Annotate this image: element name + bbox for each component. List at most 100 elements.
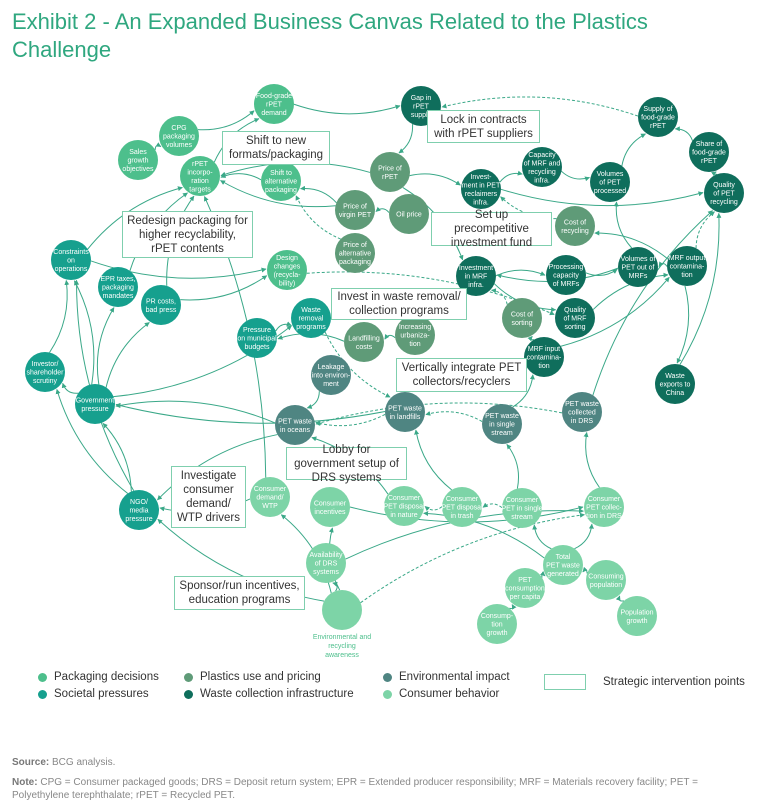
legend-dot-icon [38,672,47,682]
node-label: Total [556,554,571,561]
node-circle [344,322,384,362]
node-label: PET in single [501,506,542,513]
node-label: Pressure [243,327,271,334]
node-circle [267,250,307,290]
intervention-integrate: Vertically integrate PET collectors/recy… [396,358,527,392]
node-circle [310,487,350,527]
node-circle [384,486,424,526]
node-label: bad press [146,307,177,314]
edge-exports-to-quality_rec [679,212,722,365]
node-circle [502,488,542,528]
node-circle [291,298,331,338]
node-label: in nature [390,512,417,519]
node-label: tion [681,272,692,279]
node-circle [141,285,181,325]
source-label: Source: [12,757,50,768]
node-circle [51,240,91,280]
node-label: PET waste [278,418,312,425]
edge-investor-to-constraints [49,279,70,353]
node-label: Increasing [399,324,431,331]
node-circle [638,97,678,137]
exhibit-title: Exhibit 2 - An Expanded Business Canvas … [12,9,648,62]
node-label: PET waste [565,401,599,408]
node-label: Volumes [597,171,624,178]
node-label: demand/ [256,495,283,502]
node-label: consumption [505,586,545,593]
node-label: per capita [510,594,541,601]
legend-dot-icon [184,672,193,682]
edge-vol_out-to-vol_processed [613,201,633,249]
legend-societal: Societal pressures [38,688,149,700]
node-label: into environ- [312,373,351,380]
node-label: incentives [314,509,346,516]
node-circle [25,352,65,392]
node-circle [261,161,301,201]
node-label: PET [518,577,532,584]
edge-disp_single-to-single [506,444,520,489]
edge-share_fg-to-supply_fg [674,126,693,141]
node-circle [159,116,199,156]
node-oceans: PET waste in oceans [275,405,315,445]
node-label: virgin PET [339,212,372,219]
node-label: contamina- [670,264,705,271]
node-circle [586,560,626,600]
node-label: Consumer [314,500,347,507]
node-label: Capacity [528,152,556,159]
node-label: food-grade [692,150,726,157]
node-label: MRF output [669,255,706,262]
node-label: rPET [382,174,399,181]
node-incentives: Consumer incentives [310,487,350,527]
source-line: Source: BCG analysis. [12,756,115,769]
node-circle [704,173,744,213]
node-label: of DRS [315,561,338,568]
edge-oil-to-price_virgin [375,206,390,213]
node-circle [618,247,658,287]
node-label: in DRS [571,418,594,425]
node-label: objectives [122,166,154,173]
edge-disp_drs-to-drs_collected [583,431,600,488]
node-circle [584,487,624,527]
edge-disp_trash-to-disp_nature [424,505,443,512]
node-label: programs [296,324,326,331]
intervention-investigate: Investigate consumer demand/ WTP drivers [171,466,246,528]
edge-price_rpet-to-invest_pet [409,173,461,186]
legend-dot-icon [383,672,392,682]
edge-vol_processed-to-supply_fg [621,133,646,167]
edge-consuming_pop-to-total [582,566,588,574]
node-label: Consumer [506,497,539,504]
node-label: of MRF [564,316,587,323]
node-label: PET disposal [383,504,425,511]
node-label: supply [411,112,432,119]
edge-disp_single-to-disp_trash [482,502,503,509]
node-label: in oceans [280,427,310,434]
edge-gov-to-investor [61,382,79,394]
node-label: EPR taxes, [100,276,135,283]
edge-municipal-to-waste_removal [275,321,292,332]
node-label: Consump- [481,613,514,620]
node-label: sorting [564,324,585,331]
node-label: changes [274,263,301,270]
node-label: stream [511,514,533,521]
edge-oceans-to-gov [115,400,276,424]
node-label: Quality [564,307,586,314]
edge-drs_collected-to-quality_rec [592,210,713,396]
node-circle [389,194,429,234]
node-circle [555,298,595,338]
node-label: Consumer [254,486,287,493]
node-circle [522,147,562,187]
node-label: packaging [163,134,195,141]
node-circle [75,384,115,424]
edge-mrf_in-to-mrf_out [560,276,670,347]
node-circle [250,477,290,517]
node-label: PR costs, [146,298,176,305]
intervention-sponsor: Sponsor/run incentives, education progra… [174,576,305,610]
edge-constraints-to-design [90,260,267,279]
